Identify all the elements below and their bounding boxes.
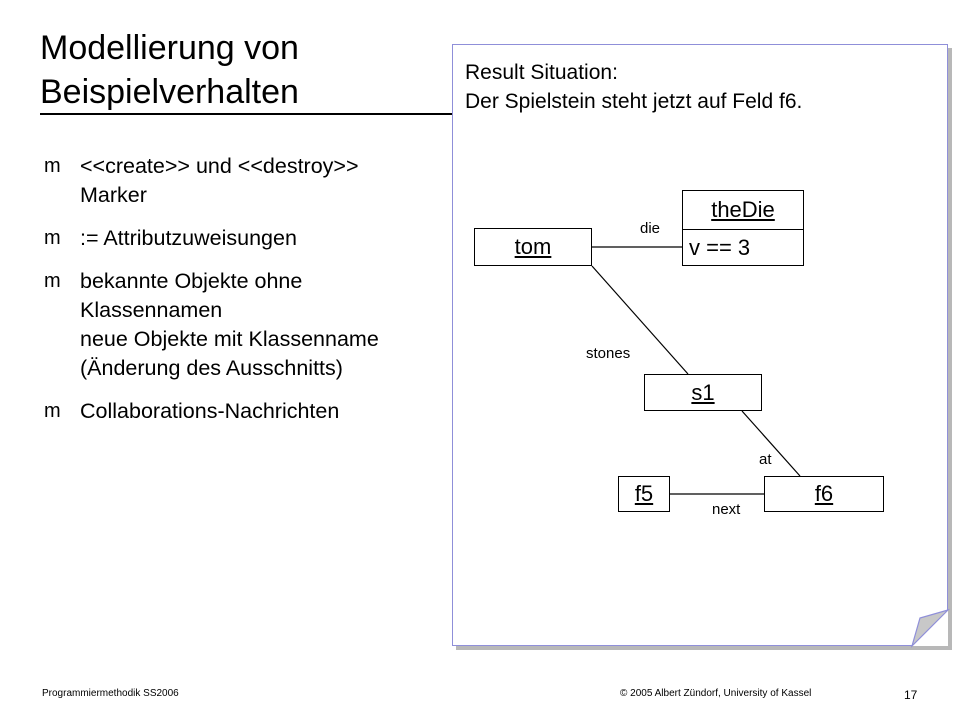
bullet-text: neue Objekte mit Klassenname [80, 327, 379, 351]
bullet-marker-icon: m [44, 400, 61, 422]
bullet-item: m := Attributzuweisungen [44, 224, 464, 253]
link-line-at [741, 410, 801, 477]
object-name: f6 [814, 481, 834, 506]
object-name: s1 [691, 380, 715, 405]
bullet-text: Collaborations-Nachrichten [80, 399, 340, 423]
bullet-text: Klassennamen [80, 298, 223, 322]
link-line-stones [591, 265, 689, 375]
object-f6: f6 [764, 476, 884, 512]
object-name-compartment: theDie [683, 191, 803, 230]
bullet-text: <<create>> und <<destroy>> [80, 154, 359, 178]
link-label-stones: stones [586, 345, 631, 362]
bullet-list: m <<create>> und <<destroy>> Marker m :=… [44, 152, 464, 440]
object-f5: f5 [618, 476, 670, 512]
footer-copyright: © 2005 Albert Zündorf, University of Kas… [620, 688, 812, 699]
title-underline [40, 113, 452, 115]
object-s1: s1 [644, 374, 762, 411]
page-number: 17 [904, 688, 918, 702]
bullet-item: m bekannte Objekte ohne Klassennamen neu… [44, 267, 464, 383]
bullet-text: := Attributzuweisungen [80, 226, 297, 250]
note-text: Result Situation: Der Spielstein steht j… [465, 58, 925, 116]
footer-course: Programmiermethodik SS2006 [42, 688, 179, 699]
bullet-marker-icon: m [44, 155, 61, 177]
link-label-die: die [640, 220, 661, 237]
title-line-2: Beispielverhalten [40, 73, 299, 111]
slide-title: Modellierung von Beispielverhalten [40, 26, 450, 114]
object-thedie: theDie v == 3 [682, 190, 804, 266]
title-line-1: Modellierung von [40, 29, 299, 67]
object-name: f5 [634, 481, 654, 506]
note-sheet [452, 44, 948, 646]
link-label-at: at [759, 451, 772, 468]
bullet-marker-icon: m [44, 227, 61, 249]
bullet-text: bekannte Objekte ohne [80, 269, 303, 293]
bullet-item: m <<create>> und <<destroy>> Marker [44, 152, 464, 210]
note-line-1: Result Situation: [465, 61, 618, 84]
bullet-text: Marker [80, 183, 147, 207]
bullet-text: (Änderung des Ausschnitts) [80, 356, 343, 380]
bullet-marker-icon: m [44, 270, 61, 292]
object-attribute: v == 3 [689, 235, 751, 260]
dogear-fold [910, 608, 951, 649]
bullet-item: m Collaborations-Nachrichten [44, 397, 464, 426]
object-tom: tom [474, 228, 592, 266]
object-name: theDie [711, 197, 775, 222]
object-name: tom [514, 234, 552, 259]
link-label-next: next [712, 501, 741, 518]
note-line-2: Der Spielstein steht jetzt auf Feld f6. [465, 90, 803, 113]
